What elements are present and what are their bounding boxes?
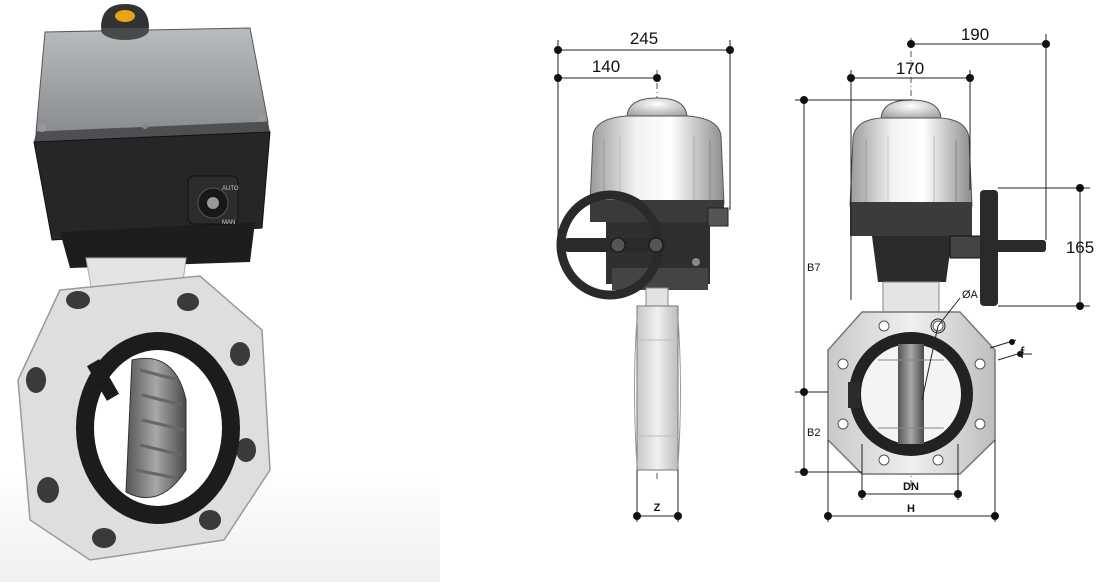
dim-handwheel-height: 165 [998,184,1094,310]
butterfly-disc [125,357,187,499]
dim-label-z: Z [654,502,661,514]
dim-label-170: 170 [896,59,924,78]
bolt-hole [92,528,116,548]
front-handwheel-icon [949,190,1046,306]
dim-label-140: 140 [592,57,620,76]
dim-label-245: 245 [630,29,658,48]
auto-manual-knob-icon: AUTO MAN [187,175,239,226]
dim-flange-offset: f [989,339,1032,362]
dim-label-dn: DN [903,481,919,493]
dim-label-h: H [907,503,915,515]
dim-handwheel-offset: 140 [554,57,661,82]
front-actuator-cover [849,99,973,282]
bolt-hole [37,477,59,503]
bolt-hole [177,293,199,311]
flange-bolt-hole [974,358,986,370]
flange-bolt-hole [878,454,890,466]
front-valve-neck [882,281,940,313]
knob-label-man: MAN [222,220,235,226]
dim-bore: DN [858,444,962,500]
front-view-drawing: 190 170 165 B7 B2 [795,25,1094,522]
side-handwheel-icon [556,190,665,300]
dim-label-190: 190 [961,25,989,44]
bolt-hole [236,438,256,462]
actuator-housing [33,27,271,268]
dim-face-width: Z [633,470,682,522]
valve-body [17,275,271,561]
flange-bolt-hole [837,418,849,430]
bolt-hole [66,291,90,309]
flange-bolt-hole [974,418,986,430]
bolt-hole [26,367,46,393]
bolt-hole [230,342,250,366]
flange-bolt-hole [837,358,849,370]
dim-bolt-hole-dia: ØA [921,289,979,401]
side-actuator-cover [589,97,729,290]
dim-flange-width: H [824,440,999,522]
dim-label-165: 165 [1066,238,1094,257]
flange-bolt-hole [878,320,890,332]
status-indicator-icon [101,4,149,40]
dim-overall-width: 245 [554,29,734,240]
product-photo: AUTO MAN [0,4,440,582]
dim-top-width: 170 [847,59,974,300]
dim-label-oa: ØA [962,289,979,301]
dim-handwheel-reach: 190 [907,25,1050,240]
knob-label-auto: AUTO [222,186,239,192]
side-valve-body [634,287,681,471]
dim-label-f: f [1020,345,1025,362]
dim-label-b2: B2 [807,427,820,439]
bolt-hole [199,510,221,530]
flange-bolt-hole [932,454,944,466]
side-view-drawing: 245 140 Z [554,29,734,522]
front-valve-body [827,311,996,475]
dim-label-b7: B7 [807,262,820,274]
